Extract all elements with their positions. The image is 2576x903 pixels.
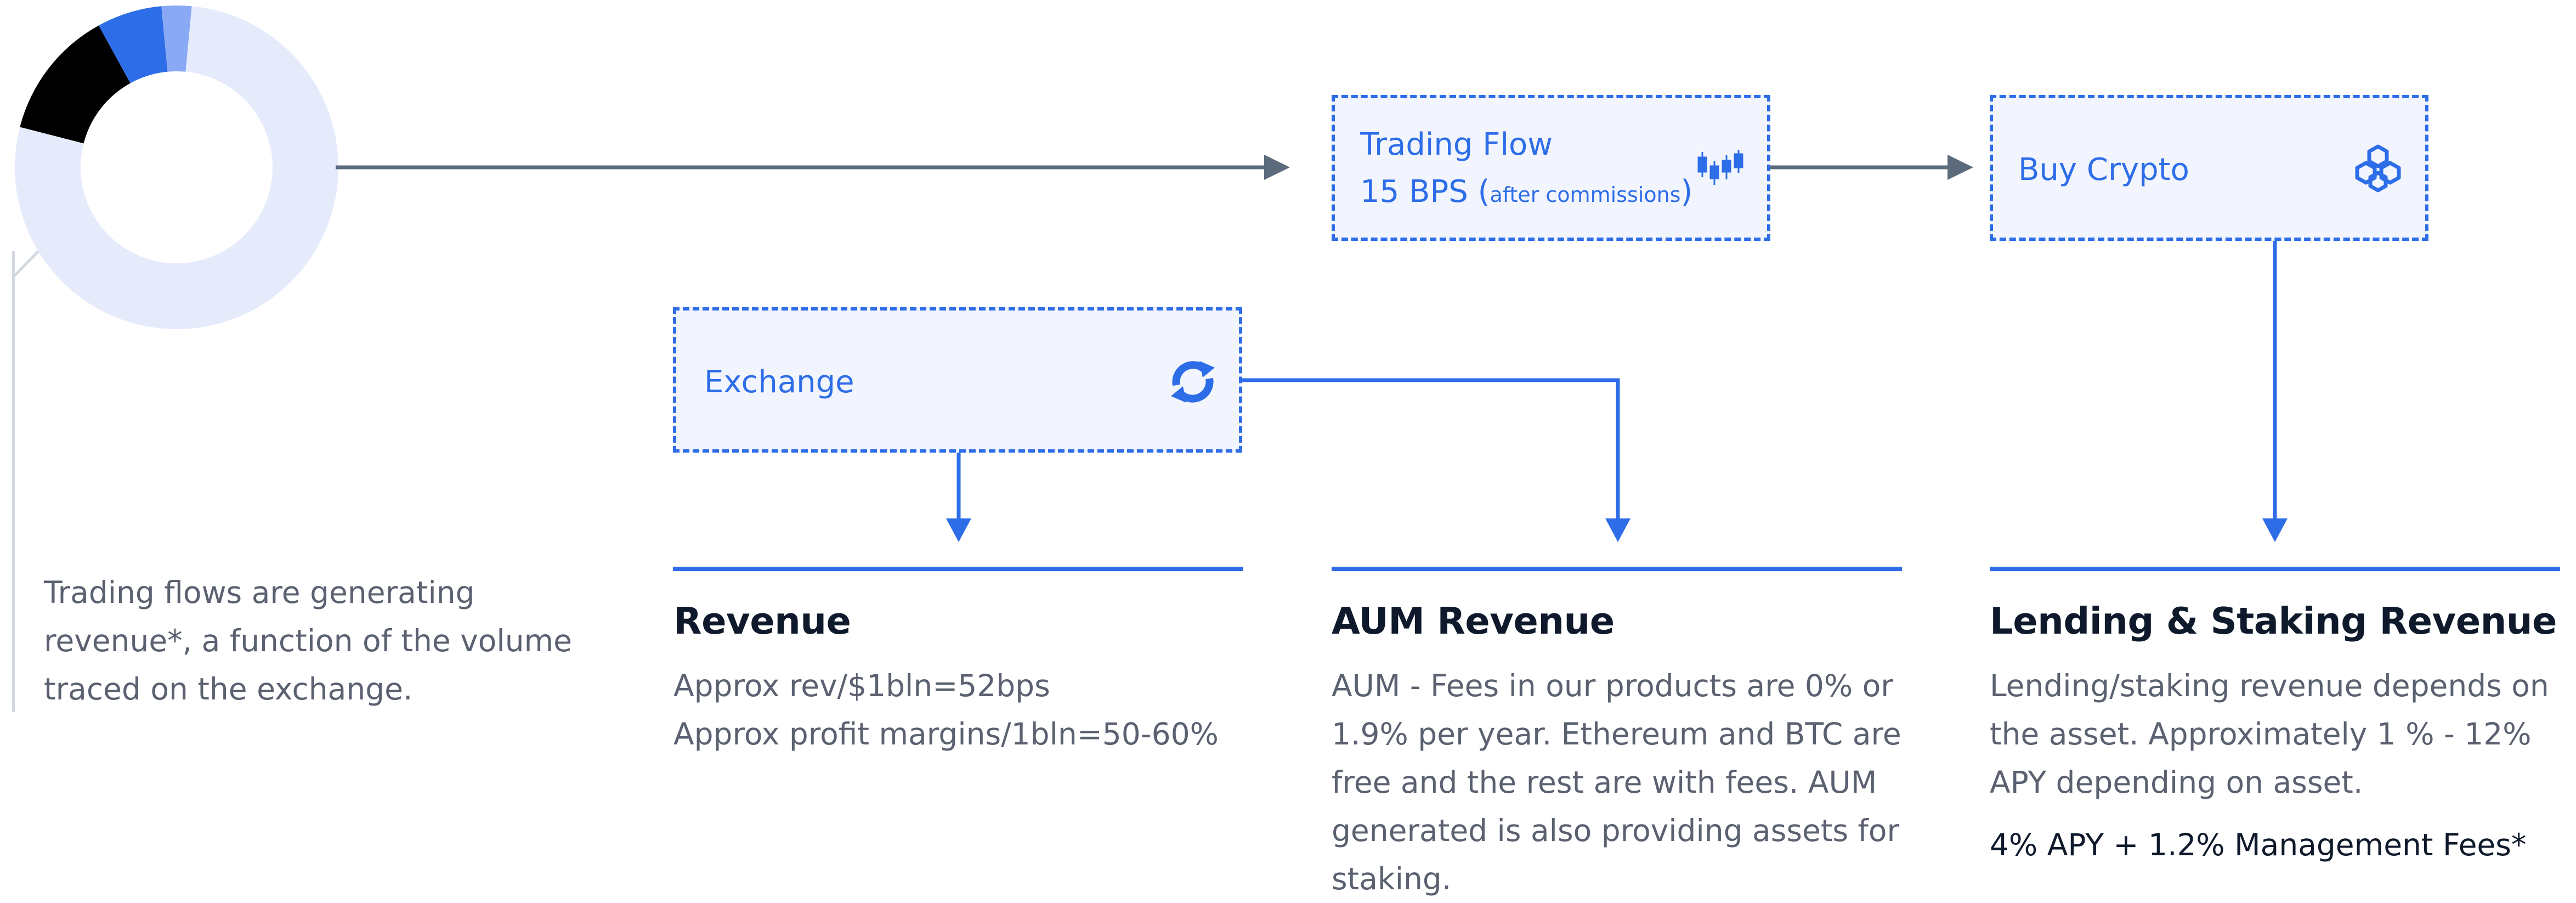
left-note-line: revenue*, a function of the volume: [44, 623, 572, 658]
trading-flow-value-close: ): [1680, 174, 1693, 210]
revenue-line: Approx rev/$1bln=52bps: [673, 668, 1050, 703]
left-guide-line: [12, 251, 15, 712]
donut-segment-track: [15, 6, 339, 329]
node-buy-crypto: Buy Crypto: [1990, 95, 2428, 241]
arrow-trading-flow-to-buy-crypto: [1770, 155, 1973, 180]
refresh-arrows-icon: [1171, 361, 1215, 403]
lending-line: the asset. Approximately 1 % - 12%: [1990, 716, 2532, 752]
arrow-donut-to-trading-flow: [336, 155, 1290, 180]
trading-flow-value: 15 BPS (after commissions): [1360, 174, 1692, 210]
aum-rule: [1332, 567, 1902, 571]
lending-description: Lending/staking revenue depends on the a…: [1990, 662, 2571, 806]
aum-line: staking.: [1332, 861, 1452, 896]
donut-segment-black: [20, 25, 131, 144]
revenue-rule: [673, 567, 1243, 571]
lending-rule: [1990, 567, 2560, 571]
aum-description: AUM - Fees in our products are 0% or 1.9…: [1332, 662, 1962, 903]
donut-segments: [15, 5, 339, 329]
donut-chart: [15, 5, 339, 329]
lending-line: Lending/staking revenue depends on: [1990, 668, 2549, 703]
node-trading-flow: Trading Flow 15 BPS (after commissions): [1332, 95, 1770, 241]
revenue-title: Revenue: [673, 600, 851, 642]
arrow-exchange-to-aum: [1242, 378, 1630, 542]
left-note: Trading flows are generating revenue*, a…: [44, 568, 592, 713]
exchange-title: Exchange: [704, 364, 854, 400]
left-note-line: traced on the exchange.: [44, 671, 413, 707]
aum-line: AUM - Fees in our products are 0% or: [1332, 668, 1893, 703]
aum-line: free and the rest are with fees. AUM: [1332, 765, 1877, 800]
arrow-exchange-to-revenue: [946, 451, 971, 542]
revenue-description: Approx rev/$1bln=52bps Approx profit mar…: [673, 662, 1277, 758]
lending-extra: 4% APY + 1.2% Management Fees*: [1990, 827, 2527, 862]
arrow-buy-crypto-to-lending: [2262, 240, 2288, 542]
aum-title: AUM Revenue: [1332, 600, 1615, 642]
lending-line: APY depending on asset.: [1990, 765, 2363, 800]
trading-flow-value-main: 15 BPS (: [1360, 174, 1490, 210]
left-guide-bend: [12, 250, 39, 278]
cubes-icon: [2355, 144, 2401, 193]
donut-segment-blue: [98, 6, 168, 83]
lending-title: Lending & Staking Revenue: [1990, 600, 2557, 642]
aum-line: 1.9% per year. Ethereum and BTC are: [1332, 716, 1901, 752]
buy-crypto-title: Buy Crypto: [2018, 152, 2189, 188]
trading-flow-value-note: after commissions: [1490, 183, 1681, 207]
node-exchange: Exchange: [673, 307, 1242, 453]
donut-segment-light-blue: [161, 5, 192, 72]
revenue-line: Approx profit margins/1bln=50-60%: [673, 716, 1219, 752]
candlestick-chart-icon: [1697, 150, 1743, 185]
left-note-line: Trading flows are generating: [44, 575, 475, 610]
aum-line: generated is also providing assets for: [1332, 813, 1900, 848]
trading-flow-title: Trading Flow: [1360, 127, 1553, 162]
